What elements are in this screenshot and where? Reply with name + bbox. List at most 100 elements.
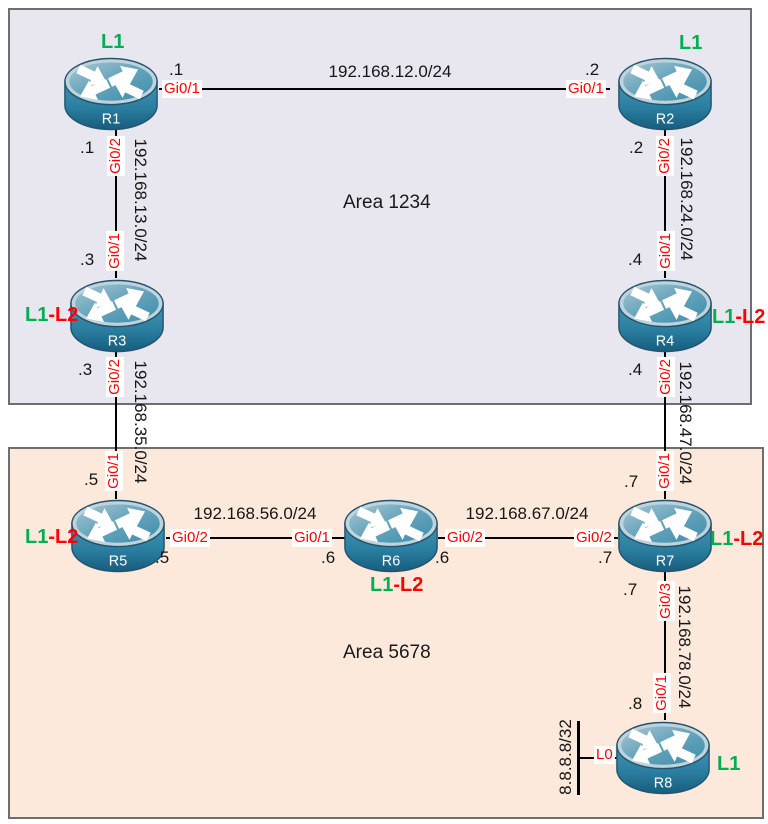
router-arrows-icon	[83, 506, 151, 543]
router-r5: R5	[70, 497, 166, 575]
link-line-r3-r5	[115, 350, 117, 499]
router-name: R6	[382, 554, 400, 570]
router-name: R8	[654, 776, 672, 792]
level-l1: L1	[717, 753, 741, 775]
link-line-r2-r4	[664, 130, 666, 278]
router-arrows-icon	[630, 64, 698, 101]
interface-label-r6-gi0-1: Gi0/1	[292, 529, 332, 547]
subnet-label-r3-r5: 192.168.35.0/24	[131, 360, 150, 484]
octet-label-r5-gi0-2: .5	[155, 548, 170, 567]
area-5678-label: Area 5678	[343, 642, 431, 663]
interface-label-r1-gi0-2: Gi0/2	[107, 136, 125, 176]
subnet-label-r1-r2: 192.168.12.0/24	[328, 62, 452, 81]
octet-label-r7-gi0-1: .7	[624, 472, 639, 491]
router-name: R1	[102, 112, 120, 128]
level-badge-r4: L1-L2	[712, 306, 765, 329]
link-line-r1-r2	[159, 88, 610, 90]
router-name: R2	[656, 112, 674, 128]
level-badge-r3: L1-L2	[25, 304, 78, 327]
octet-label-r3-gi0-1: .3	[80, 250, 95, 269]
level-l2: -L2	[48, 526, 79, 548]
link-line-r6-r7	[438, 537, 618, 539]
level-badge-r7: L1-L2	[710, 528, 763, 551]
octet-label-r7-gi0-3: .7	[623, 580, 638, 599]
link-line-r5-r6	[166, 537, 346, 539]
router-arrows-icon	[628, 728, 696, 765]
interface-label-r7-gi0-2: Gi0/2	[574, 529, 614, 547]
router-icon: R6	[344, 499, 438, 573]
subnet-label-r7-r8: 192.168.78.0/24	[675, 585, 694, 709]
octet-label-r7-gi0-2: .7	[598, 548, 613, 567]
octet-label-r4-gi0-1: .4	[628, 250, 643, 269]
interface-label-r6-gi0-2: Gi0/2	[445, 529, 485, 547]
router-icon: R2	[618, 57, 712, 131]
router-arrows-icon	[630, 506, 698, 543]
interface-label-r8-gi0-1: Gi0/1	[653, 673, 671, 713]
router-arrows-icon	[76, 64, 144, 101]
router-r7: R7	[617, 497, 713, 575]
interface-label-r3-gi0-1: Gi0/1	[106, 231, 124, 271]
level-l1: L1	[712, 306, 736, 328]
interface-label-r1-gi0-1: Gi0/1	[162, 80, 202, 98]
subnet-label-r2-r4: 192.168.24.0/24	[677, 137, 696, 261]
link-line-r4-r7	[664, 350, 666, 499]
level-badge-r8: L1	[717, 753, 740, 776]
level-l1: L1	[25, 526, 49, 548]
router-icon: R8	[616, 721, 710, 795]
router-r4: R4	[617, 277, 713, 355]
level-l2: -L2	[735, 306, 766, 328]
interface-label-r4-gi0-1: Gi0/1	[657, 231, 675, 271]
octet-label-r2-gi0-1: .2	[585, 60, 600, 79]
router-arrows-icon	[82, 286, 150, 323]
router-name: R3	[108, 334, 126, 350]
octet-label-r2-gi0-2: .2	[629, 138, 644, 157]
interface-label-r2-gi0-2: Gi0/2	[656, 136, 674, 176]
router-r6: R6	[343, 497, 439, 575]
router-arrows-icon	[630, 286, 698, 323]
level-l2: -L2	[393, 574, 424, 596]
router-r1: R1	[63, 55, 159, 133]
router-name: R4	[656, 334, 674, 350]
router-icon: R4	[618, 279, 712, 353]
level-badge-r5: L1-L2	[25, 526, 78, 549]
level-l1: L1	[101, 31, 125, 53]
router-r2: R2	[617, 55, 713, 133]
octet-label-r3-gi0-2: .3	[78, 360, 93, 379]
level-l1: L1	[25, 304, 49, 326]
link-line-r1-r3	[115, 130, 117, 278]
octet-label-r1-gi0-2: .1	[80, 138, 95, 157]
router-icon: R5	[71, 499, 165, 573]
interface-label-r2-gi0-1: Gi0/1	[566, 80, 606, 98]
router-icon: R7	[618, 499, 712, 573]
router-icon: R3	[70, 279, 164, 353]
subnet-label-loopback: 8.8.8.8/32	[556, 719, 575, 795]
level-l1: L1	[710, 528, 734, 550]
level-l1: L1	[370, 574, 394, 596]
router-r8: R8	[615, 719, 711, 797]
router-r3: R3	[69, 277, 165, 355]
octet-label-r4-gi0-2: .4	[628, 360, 643, 379]
level-badge-r1: L1	[101, 31, 124, 54]
subnet-label-r4-r7: 192.168.47.0/24	[676, 361, 695, 485]
router-arrows-icon	[356, 506, 424, 543]
level-badge-r2: L1	[679, 32, 702, 55]
level-l2: -L2	[733, 528, 764, 550]
interface-label-r3-gi0-2: Gi0/2	[106, 357, 124, 397]
interface-label-r5-gi0-2: Gi0/2	[170, 529, 210, 547]
interface-label-r8-loopback0: L0	[594, 746, 615, 764]
octet-label-r6-gi0-2: .6	[435, 548, 450, 567]
subnet-label-r1-r3: 192.168.13.0/24	[131, 138, 150, 262]
router-icon: R1	[64, 57, 158, 131]
subnet-label-r5-r6: 192.168.56.0/24	[193, 504, 317, 523]
octet-label-r1-gi0-1: .1	[169, 60, 184, 79]
octet-label-r8-gi0-1: .8	[628, 694, 643, 713]
level-l1: L1	[679, 32, 703, 54]
octet-label-r5-gi0-1: .5	[84, 470, 99, 489]
area-1234-label: Area 1234	[343, 192, 431, 213]
loopback-stub-bar	[577, 721, 580, 795]
interface-label-r4-gi0-2: Gi0/2	[657, 357, 675, 397]
interface-label-r7-gi0-1: Gi0/1	[656, 451, 674, 491]
link-line-r7-r8	[664, 572, 666, 720]
interface-label-r7-gi0-3: Gi0/3	[657, 581, 675, 621]
